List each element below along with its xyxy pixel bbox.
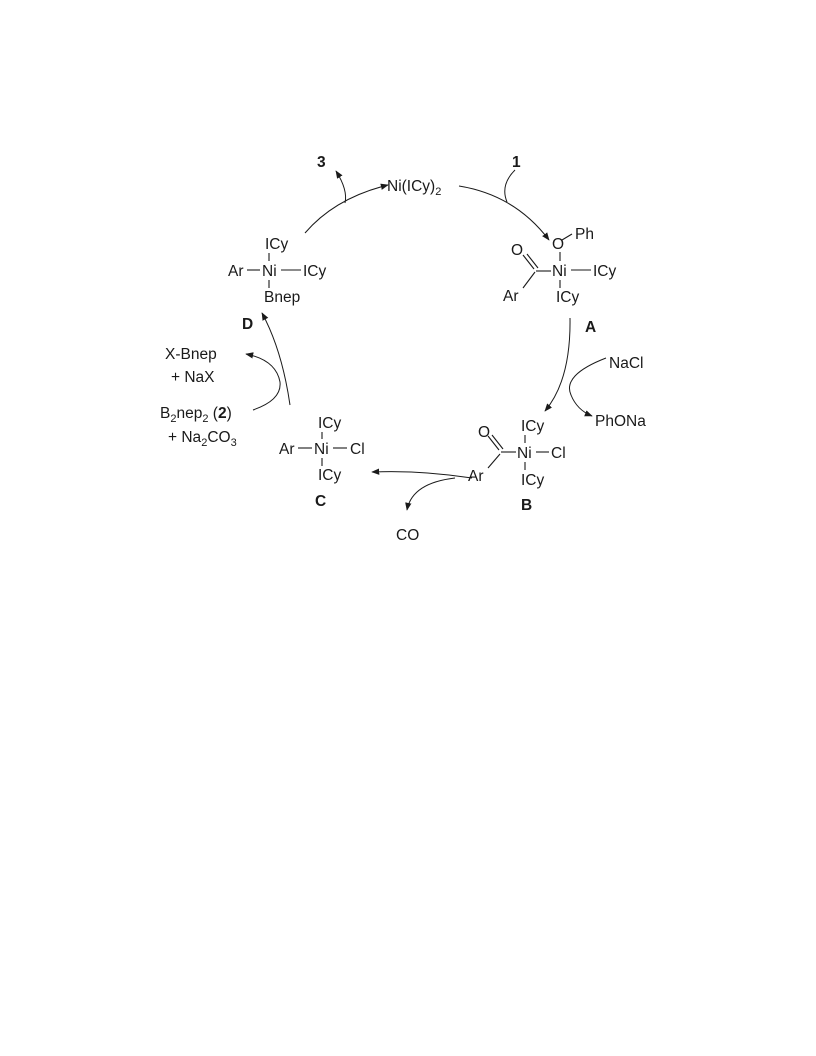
arrow-A-to-B [544,317,571,412]
D-boryl: Bnep [264,289,300,306]
D-label: D [242,316,253,333]
arrow-nacl-phona [569,357,607,417]
arrow-B-to-C [371,468,473,479]
complex-A: O Ph Ni ICy ICy O Ar A [503,226,617,336]
A-carbonyl-oxygen: O [511,242,523,259]
complex-D: ICy Ar Ni ICy Bnep D [228,236,327,333]
xbnep-label: X-Bnep [165,346,217,363]
A-phenyl: Ph [575,226,594,243]
co-label: CO [396,527,419,544]
D-metal: Ni [262,263,277,280]
nax-label: + NaX [171,369,215,386]
arrow-D-to-catalyst [304,183,389,234]
B-halide: Cl [551,445,566,462]
A-aryl: Ar [503,288,519,305]
A-ligand-bottom: ICy [556,289,580,306]
B-carbonyl-oxygen: O [478,424,490,441]
nacl-label: NaCl [609,355,643,372]
arrow-catalyst-to-A [458,185,550,241]
B-ligand-top: ICy [521,418,545,435]
B-label: B [521,497,532,514]
arrow-reagent-1-in [504,169,516,203]
phona-label: PhONa [595,413,646,430]
C-ligand-top: ICy [318,415,342,432]
C-ligand-bottom: ICy [318,467,342,484]
complex-C: ICy Ar Ni Cl ICy C [279,415,365,510]
arrow-b2nep2-to-xbnep [245,352,281,411]
A-ligand-right: ICy [593,263,617,280]
complex-B: ICy Ni Cl ICy O Ar B [468,418,566,514]
C-halide: Cl [350,441,365,458]
b2nep2-label: B2nep2 (2) [160,405,232,425]
arrow-co-out [405,477,456,511]
D-ligand-top: ICy [265,236,289,253]
C-label: C [315,493,326,510]
A-label: A [585,319,596,336]
arrow-product-3-out [335,170,347,204]
A-oxygen: O [552,236,564,253]
D-aryl: Ar [228,263,244,280]
na2co3-label: + Na2CO3 [168,429,237,449]
C-aryl: Ar [279,441,295,458]
B-aryl: Ar [468,468,484,485]
catalyst-label: Ni(ICy)2 [387,178,441,198]
reagent-1-label: 1 [512,154,521,171]
B-ligand-bottom: ICy [521,472,545,489]
C-metal: Ni [314,441,329,458]
D-ligand-right: ICy [303,263,327,280]
product-3-label: 3 [317,154,326,171]
arrow-C-to-D [261,312,291,406]
B-metal: Ni [517,445,532,462]
A-metal: Ni [552,263,567,280]
